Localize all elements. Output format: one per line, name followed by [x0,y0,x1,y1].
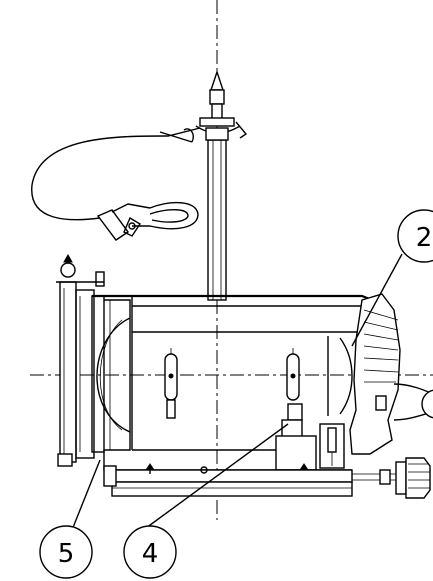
hanging-bolt [195,69,248,141]
front-frame [56,253,105,467]
callout-5-label: 5 [58,539,75,569]
fresnel-lens [96,299,131,451]
leader-line-5 [71,459,101,531]
callout-bubble-right [421,389,433,419]
suspension-rod [207,139,227,301]
leader-line-2 [351,253,403,347]
callout-4-label: 4 [142,539,159,569]
callout-4: 4 [123,525,177,579]
callout-2-label: 2 [416,223,433,253]
carabiner [96,201,199,241]
lamp-left [164,348,178,419]
lamp-right [281,348,303,445]
callout-5: 5 [39,525,93,579]
main-housing [92,294,374,451]
callout-2: 2 [397,209,433,263]
safety-cable [31,127,201,221]
focus-knob [352,457,431,499]
bottom-rail [103,463,353,497]
rear-reflector-fins [327,293,401,455]
lamp-carriage [103,423,352,471]
leader-line-4 [145,423,289,529]
